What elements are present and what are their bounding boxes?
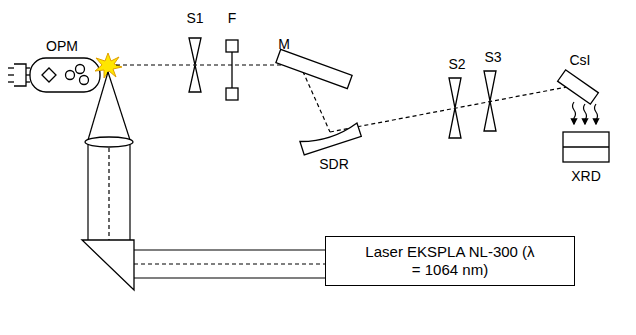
detector-label: XRD: [571, 169, 601, 183]
filter: [226, 40, 238, 100]
prism: [82, 240, 134, 290]
lens: [189, 38, 201, 92]
lens-label: S3: [484, 50, 501, 64]
device-label: OPM: [46, 39, 78, 53]
x-rays: [573, 102, 598, 124]
lens: [449, 78, 461, 138]
mirror-label: M: [278, 37, 290, 51]
filter-label: F: [228, 11, 237, 25]
curved-mirror: [300, 123, 361, 155]
lens-label: S1: [186, 11, 203, 25]
box-text: Laser EKSPLA NL-300 (λ = 1064 nm): [362, 243, 538, 279]
mirror-label: SDR: [319, 157, 349, 171]
lens: [484, 71, 496, 131]
lens-label: S2: [448, 57, 465, 71]
crystal: [558, 70, 599, 104]
opm-device: [8, 58, 100, 92]
laser-box: Laser EKSPLA NL-300 (λ = 1064 nm): [325, 236, 575, 286]
mirror: [276, 49, 352, 88]
crystal-label: CsI: [570, 53, 591, 67]
xrd-detector: [563, 132, 609, 162]
focusing-lens: [85, 137, 133, 147]
